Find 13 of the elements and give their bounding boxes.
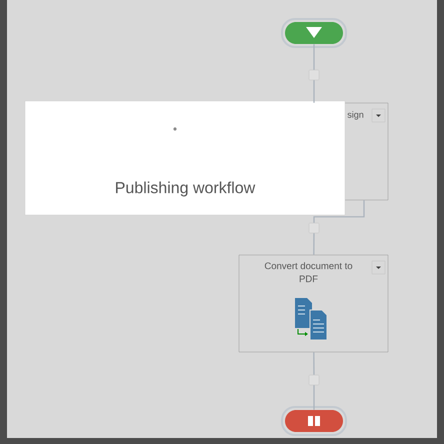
connector-line: [313, 200, 365, 223]
process-box: Convert document to PDF: [238, 254, 388, 352]
connector-line: [313, 385, 315, 410]
connector-line: [313, 44, 315, 70]
connector-square: [308, 374, 320, 386]
connector-line: [313, 80, 315, 103]
start-button: [281, 18, 347, 48]
connector-square: [308, 222, 320, 234]
connector-line: [313, 352, 315, 375]
connector-square: [308, 70, 320, 80]
stop-button: [281, 406, 347, 436]
popup-card: Publishing workflow: [24, 100, 346, 216]
connector-line: [313, 233, 315, 255]
